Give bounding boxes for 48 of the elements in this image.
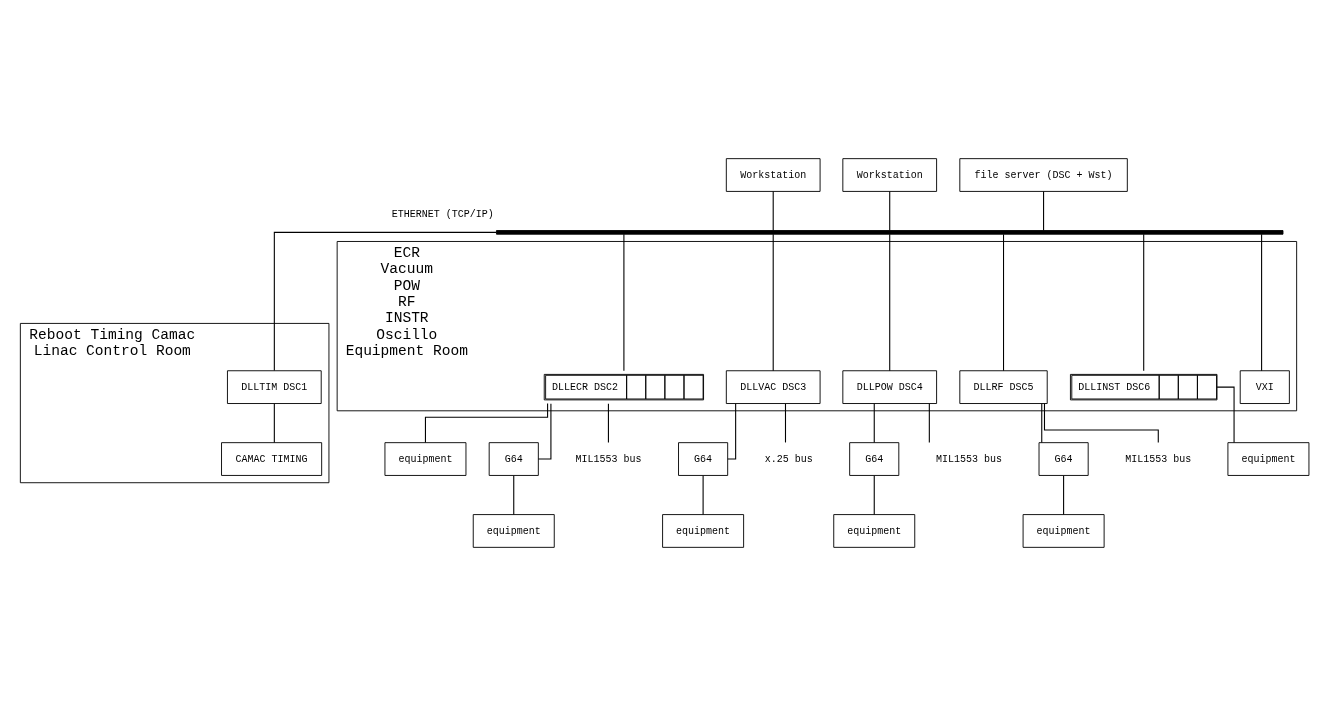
connector	[273, 403, 275, 443]
connector	[873, 403, 875, 443]
node-box: VXI	[1239, 370, 1290, 404]
node-text: MIL1553 bus	[575, 453, 642, 465]
node-text: MIL1553 bus	[935, 453, 1002, 465]
connector	[889, 191, 891, 231]
connector	[537, 403, 552, 460]
node-box: CAMAC TIMING	[221, 442, 323, 476]
connector	[772, 191, 774, 231]
node-box: DLLRF DSC5	[959, 370, 1048, 404]
node-box: DLLPOW DSC4	[842, 370, 938, 404]
node-box: equipment	[472, 514, 555, 548]
node-box: G64	[488, 442, 539, 476]
node-box: G64	[849, 442, 900, 476]
connector	[424, 403, 549, 444]
connector	[1041, 403, 1043, 443]
node-box: Workstation	[842, 158, 938, 192]
connector	[623, 233, 625, 372]
node-box: Workstation	[725, 158, 821, 192]
node-box: DLLVAC DSC3	[725, 370, 821, 404]
connector	[873, 475, 875, 515]
node-box: equipment	[833, 514, 916, 548]
node-box: G64	[1038, 442, 1089, 476]
node-box: G64	[678, 442, 729, 476]
connector	[928, 403, 930, 443]
node-box: file server (DSC + Wst)	[959, 158, 1128, 192]
node-bar	[496, 230, 1284, 235]
connector	[513, 475, 515, 515]
node-box: equipment	[384, 442, 467, 476]
connector	[1261, 233, 1263, 372]
connector	[772, 233, 774, 372]
connector	[1063, 475, 1065, 515]
node-box: equipment	[1227, 442, 1310, 476]
connector	[607, 403, 609, 443]
connector	[1143, 233, 1145, 372]
connector	[702, 475, 704, 515]
node-text: x.25 bus	[764, 453, 813, 465]
node-text: MIL1553 bus	[1125, 453, 1192, 465]
node-box: equipment	[1022, 514, 1105, 548]
node-box: equipment	[662, 514, 745, 548]
connector	[889, 233, 891, 372]
connector	[784, 403, 787, 443]
connector	[727, 403, 737, 460]
connector	[273, 231, 497, 372]
node-label: ETHERNET (TCP/IP)	[391, 208, 494, 220]
connector	[1002, 233, 1005, 372]
connector	[1043, 191, 1045, 231]
node-box: DLLTIM DSC1	[227, 370, 322, 404]
